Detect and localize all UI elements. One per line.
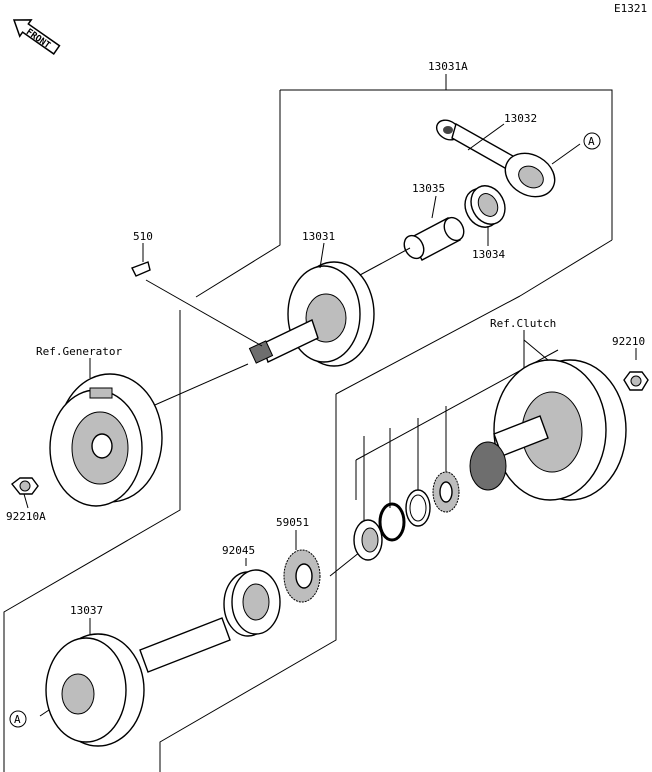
- crankshaft-13037: [45, 617, 231, 747]
- snap-ring: [378, 502, 406, 542]
- crankshaft-13031: [248, 247, 411, 367]
- assembly-bracket-13037: [3, 295, 521, 772]
- label-13031: 13031: [302, 230, 335, 243]
- assembly-bracket-13031A: [195, 74, 613, 298]
- label-59051: 59051: [276, 516, 309, 529]
- label-13035: 13035: [412, 182, 445, 195]
- clutch-side-gear: [432, 471, 460, 513]
- bearing-92045: [223, 569, 281, 637]
- label-510: 510: [133, 230, 153, 243]
- front-arrow-icon: FRONT: [12, 19, 61, 55]
- nut-92210: [623, 371, 649, 391]
- label-92210: 92210: [612, 335, 645, 348]
- svg-text:A: A: [588, 135, 595, 148]
- label-92045: 92045: [222, 544, 255, 557]
- collar: [353, 519, 383, 561]
- key-510: [131, 261, 151, 277]
- label-13037: 13037: [70, 604, 103, 617]
- nut-92210A: [11, 477, 39, 495]
- label-13034: 13034: [472, 248, 505, 261]
- clutch-housing: [469, 359, 627, 501]
- label-13032: 13032: [504, 112, 537, 125]
- label-92210A: 92210A: [6, 510, 46, 523]
- generator-rotor: [49, 373, 163, 507]
- crank-pin-13035: [403, 216, 465, 261]
- label-ref-clutch: Ref.Clutch: [490, 317, 556, 330]
- needle-bearing-13034: [464, 185, 506, 228]
- washer-ring: [405, 489, 431, 527]
- connecting-rod-13032: [435, 119, 556, 198]
- svg-text:A: A: [14, 713, 21, 726]
- callout-a-bottom: A: [9, 710, 27, 728]
- gear-59051: [283, 549, 321, 603]
- callout-a-top: A: [583, 132, 601, 150]
- diagram-code: E1321: [614, 2, 647, 15]
- label-ref-generator: Ref.Generator: [36, 345, 122, 358]
- label-13031A: 13031A: [428, 60, 468, 73]
